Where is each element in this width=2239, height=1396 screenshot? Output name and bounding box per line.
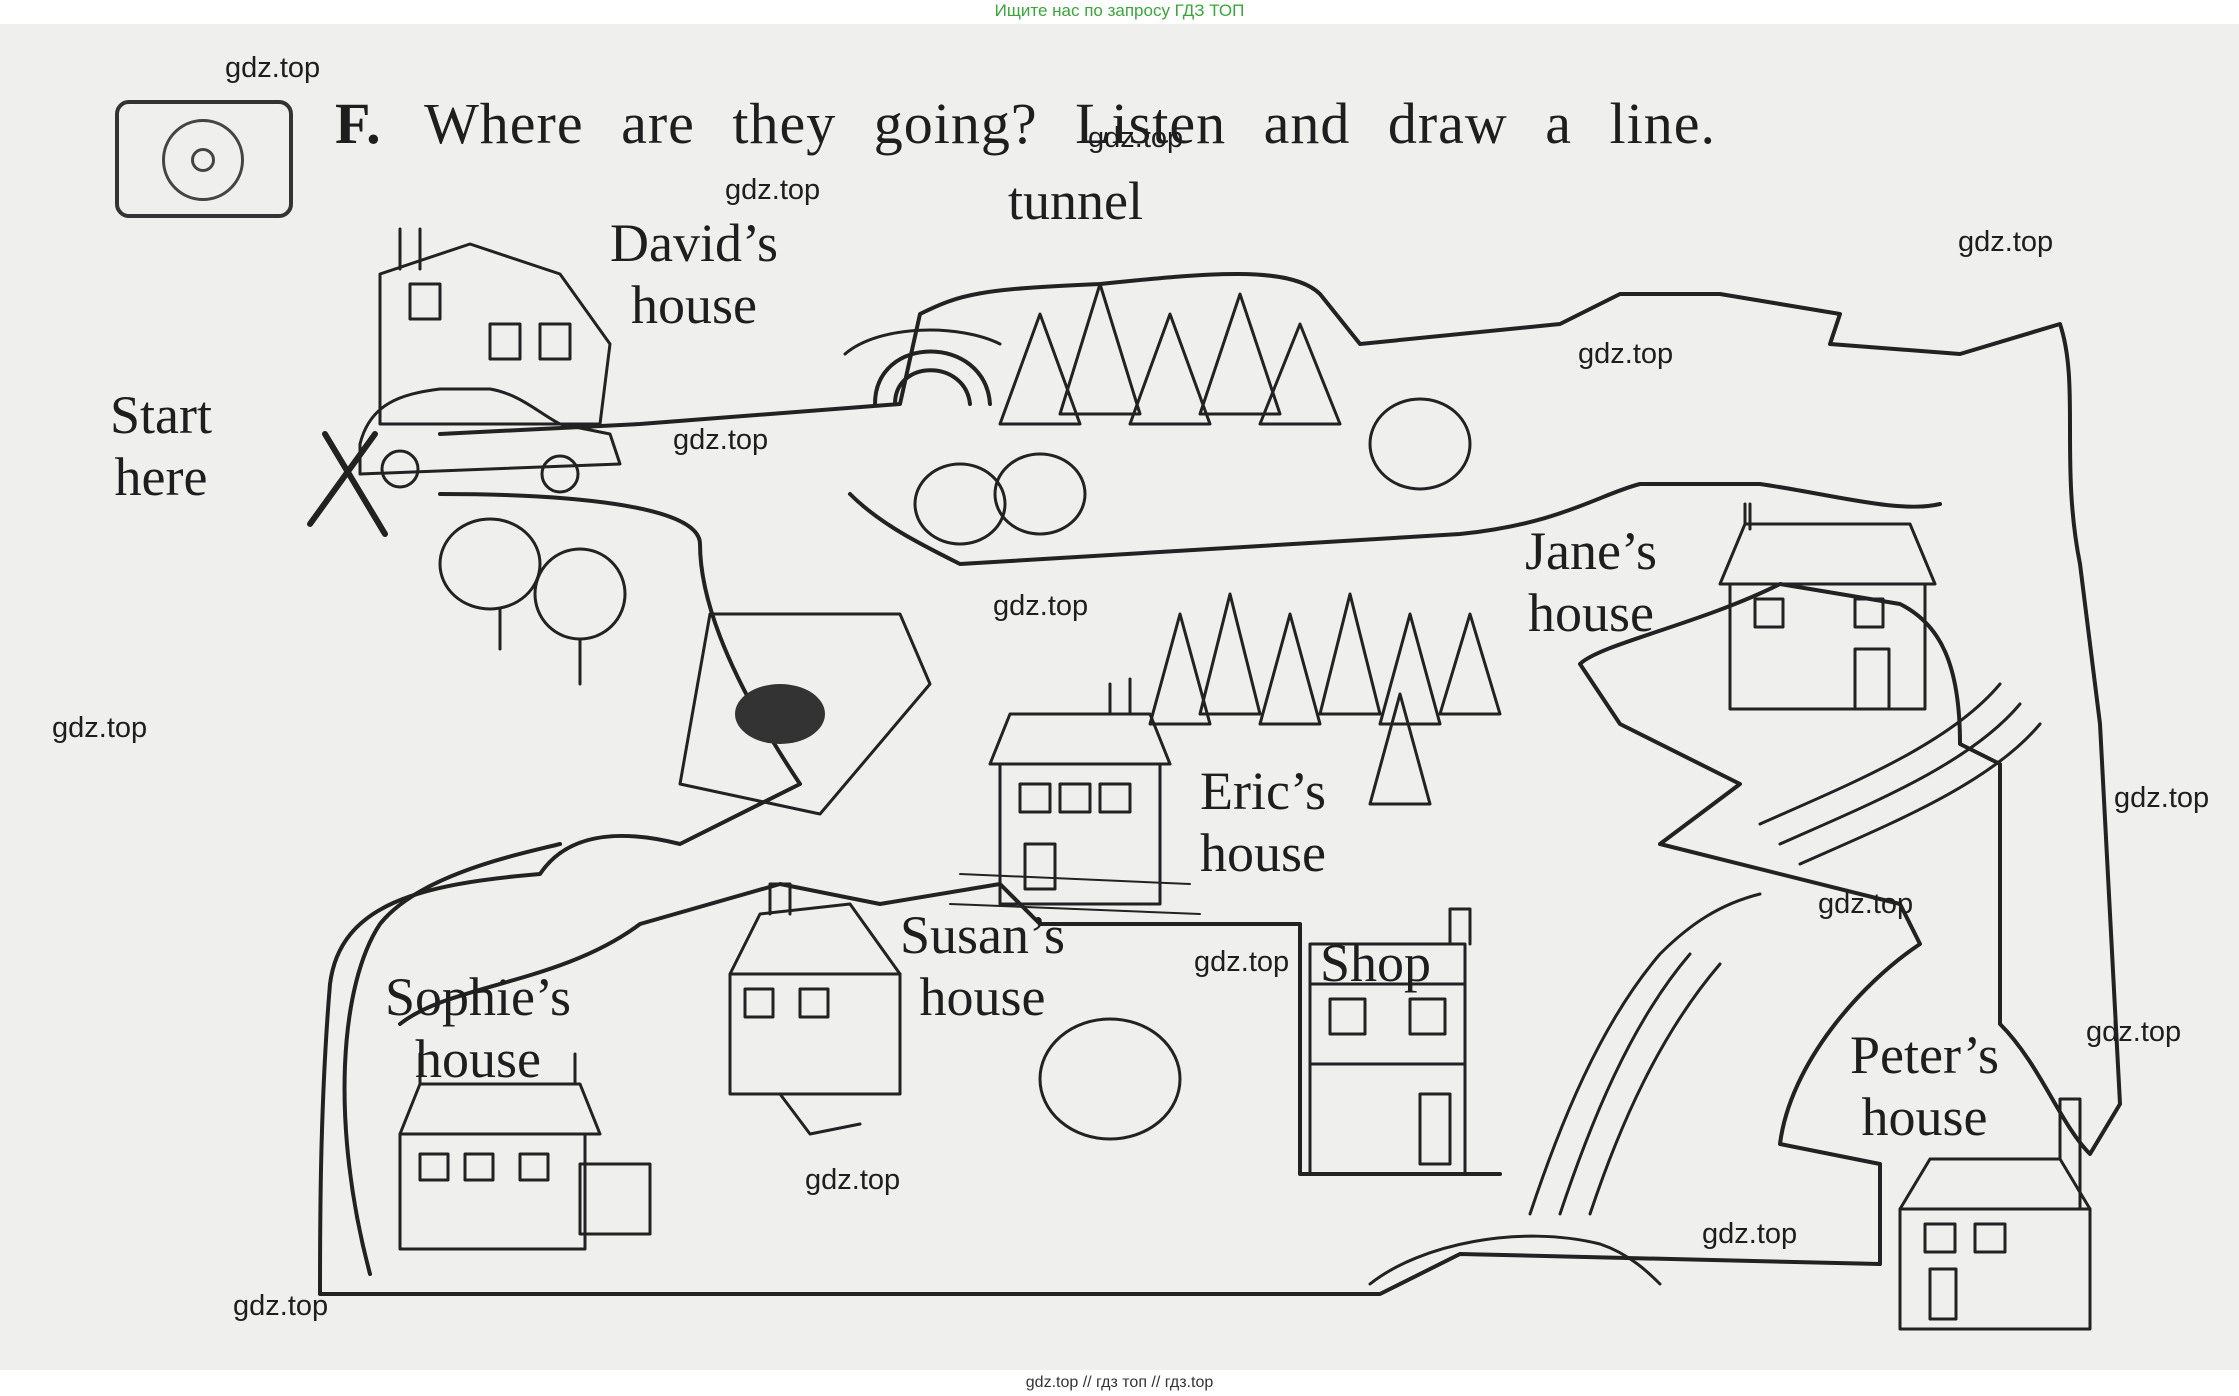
- label-shop: Shop: [1320, 933, 1432, 993]
- watermark: gdz.top: [725, 174, 821, 206]
- peters-house: [1898, 1097, 2092, 1331]
- road-outline: [318, 272, 2122, 1296]
- watermark: gdz.top: [225, 52, 321, 84]
- watermark: gdz.top: [2086, 1016, 2182, 1048]
- footer-links[interactable]: gdz.top // гдз топ // гдз.top: [0, 1370, 2239, 1396]
- watermark: gdz.top: [1818, 888, 1914, 920]
- tunnel-arch: [873, 349, 992, 406]
- susans-house: [728, 882, 902, 1136]
- shop-building: [1308, 907, 1472, 1176]
- trees-top: [913, 282, 1472, 546]
- watermark: gdz.top: [233, 1290, 329, 1322]
- bushes-start: [438, 517, 627, 686]
- road-inner: [848, 482, 1942, 566]
- watermark: gdz.top: [1958, 226, 2054, 258]
- road-left: [342, 842, 562, 1276]
- watermark: gdz.top: [673, 424, 769, 456]
- map-drawing: [307, 227, 2122, 1331]
- watermark: gdz.top: [1578, 338, 1674, 370]
- davids-house: [378, 227, 612, 426]
- bridge-bottom: [1368, 1234, 1662, 1286]
- janes-house: [1718, 502, 1937, 711]
- textbook-page: F. Where are they going? Listen and draw…: [0, 24, 2239, 1370]
- car: [358, 387, 622, 494]
- river-right: [1758, 682, 2042, 866]
- label-tunnel: tunnel: [1008, 171, 1143, 231]
- watermark: gdz.top: [2114, 782, 2210, 814]
- watermark: gdz.top: [52, 712, 148, 744]
- watermark: gdz.top: [1088, 122, 1184, 154]
- top-banner[interactable]: Ищите нас по запросу ГДЗ ТОП: [0, 0, 2239, 24]
- sophies-house: [398, 1052, 652, 1251]
- watermark: gdz.top: [993, 590, 1089, 622]
- bush-susan: [1038, 1017, 1182, 1141]
- erics-house: [949, 677, 1201, 915]
- cross-icon: [307, 431, 388, 537]
- trees-eric: [1148, 592, 1502, 806]
- disc-icon: [162, 119, 244, 201]
- exercise-letter: F.: [335, 91, 382, 156]
- cave-panel: [678, 612, 932, 816]
- watermark: gdz.top: [1702, 1218, 1798, 1250]
- exercise-title: F. Where are they going? Listen and draw…: [335, 90, 1716, 157]
- road-lower: [398, 882, 1502, 1176]
- cd-icon[interactable]: [115, 100, 293, 218]
- river-centre: [1528, 892, 1762, 1216]
- watermark: gdz.top: [1194, 946, 1290, 978]
- watermark: gdz.top: [805, 1164, 901, 1196]
- exercise-instruction: Where are they going? Listen and draw a …: [424, 91, 1716, 156]
